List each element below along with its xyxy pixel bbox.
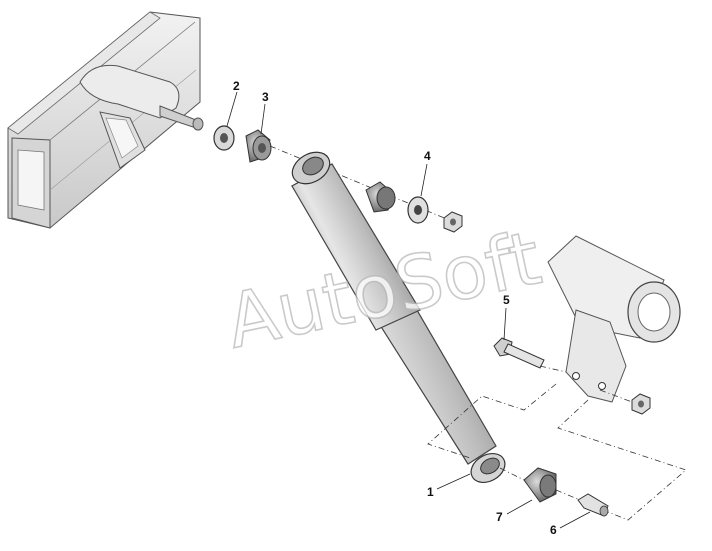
callout-2: 2 [233,79,240,93]
callout-6: 6 [550,523,557,537]
upper-washer [213,125,235,151]
lower-nut [631,393,651,415]
washer-4 [407,196,429,224]
lower-bushing [523,467,557,503]
upper-nut [443,211,463,233]
lower-axle-bracket [547,235,681,403]
callout-5: 5 [503,293,510,307]
callout-7: 7 [496,510,503,524]
shock-absorber [291,151,506,484]
leader-lines [226,91,591,529]
upper-mounting-bracket [79,64,204,169]
callout-1: 1 [427,485,434,499]
callout-4: 4 [424,149,431,163]
upper-bushing [245,129,272,163]
assembly-lines [427,365,687,521]
sleeve [577,493,609,517]
upper-right-bushing [365,181,396,213]
bolt [493,337,545,369]
callout-3: 3 [262,90,269,104]
